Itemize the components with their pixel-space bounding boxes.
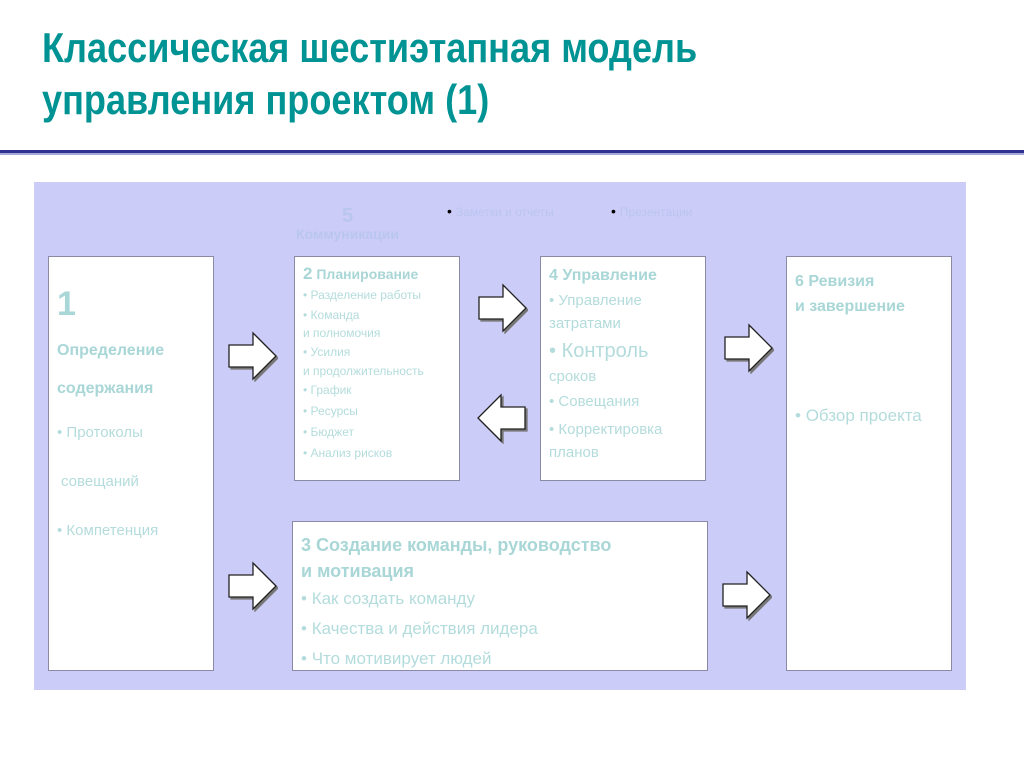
stage5-number: 5 — [341, 205, 354, 227]
stage2-title: Планирование — [316, 266, 419, 282]
stage1-item: Компетенция — [57, 520, 205, 541]
stage2-item: График — [303, 380, 451, 401]
slide-title: Классическая шестиэтапная модель управле… — [42, 22, 868, 126]
stage2-item: Бюджет — [303, 422, 451, 443]
stage4-item: Управление — [549, 289, 697, 313]
stage1-title: содержания — [57, 380, 154, 397]
stage4-item: сроков — [549, 368, 597, 385]
stage5-item: Презентации — [611, 203, 693, 219]
stage2-item: и продолжительность — [303, 364, 424, 378]
stage2-number: 2 — [303, 264, 313, 283]
stage3-item: Что мотивирует людей — [301, 644, 699, 670]
stage4-title: Управление — [562, 267, 657, 284]
stage3-box: 3 Создание команды, руководство и мотива… — [292, 521, 708, 671]
stage3-title: и мотивация — [301, 561, 415, 581]
stage2-item: Усилия — [303, 342, 451, 363]
stage4-number: 4 — [549, 267, 558, 284]
stage1-title: Определение — [57, 342, 165, 359]
stage2-item: и полномочия — [303, 326, 381, 340]
stage2-item: Ресурсы — [303, 401, 451, 422]
arrow-right-icon — [228, 331, 277, 381]
stage4-item: Контроль — [549, 335, 697, 367]
stage3-title: 3 Создание команды, руководство — [301, 535, 612, 555]
stage6-item: Обзор проекта — [795, 405, 943, 426]
stage1-box: 1 Определение содержания Протоколы совещ… — [48, 256, 214, 671]
arrow-right-icon — [722, 570, 771, 620]
stage2-item: Команда — [303, 306, 451, 325]
stage1-item: Протоколы — [57, 422, 205, 443]
arrow-right-icon — [228, 561, 277, 611]
stage2-box: 2 Планирование Разделение работы Команда… — [294, 256, 460, 481]
arrow-right-icon — [724, 323, 773, 373]
stage1-number: 1 — [57, 285, 76, 323]
stage5-label: 5 Коммуникации — [280, 205, 415, 242]
stage6-box: 6 Ревизия и завершение Обзор проекта — [786, 256, 952, 671]
title-line-1: Классическая шестиэтапная модель — [42, 24, 698, 71]
stage2-item: Анализ рисков — [303, 443, 451, 464]
stage4-box: 4 Управление Управление затратами Контро… — [540, 256, 706, 481]
stage5-item: Заметки и отчеты — [447, 203, 554, 219]
arrow-left-icon — [477, 393, 526, 443]
stage3-item: Качества и действия лидера — [301, 614, 699, 644]
stage5-title: Коммуникации — [296, 226, 399, 242]
stage2-item: Разделение работы — [303, 285, 451, 306]
stage4-item: затратами — [549, 315, 621, 332]
stage6-title: 6 Ревизия — [795, 273, 875, 290]
arrow-right-icon — [478, 283, 527, 333]
stage4-item: планов — [549, 444, 599, 461]
title-line-2: управления проектом (1) — [42, 76, 490, 123]
stage4-item: Корректировка — [549, 417, 697, 443]
stage3-item: Как создать команду — [301, 584, 699, 614]
stage6-title: и завершение — [795, 298, 905, 315]
title-divider — [0, 150, 1024, 155]
stage4-item: Совещания — [549, 387, 697, 417]
stage1-item: совещаний — [61, 473, 139, 490]
